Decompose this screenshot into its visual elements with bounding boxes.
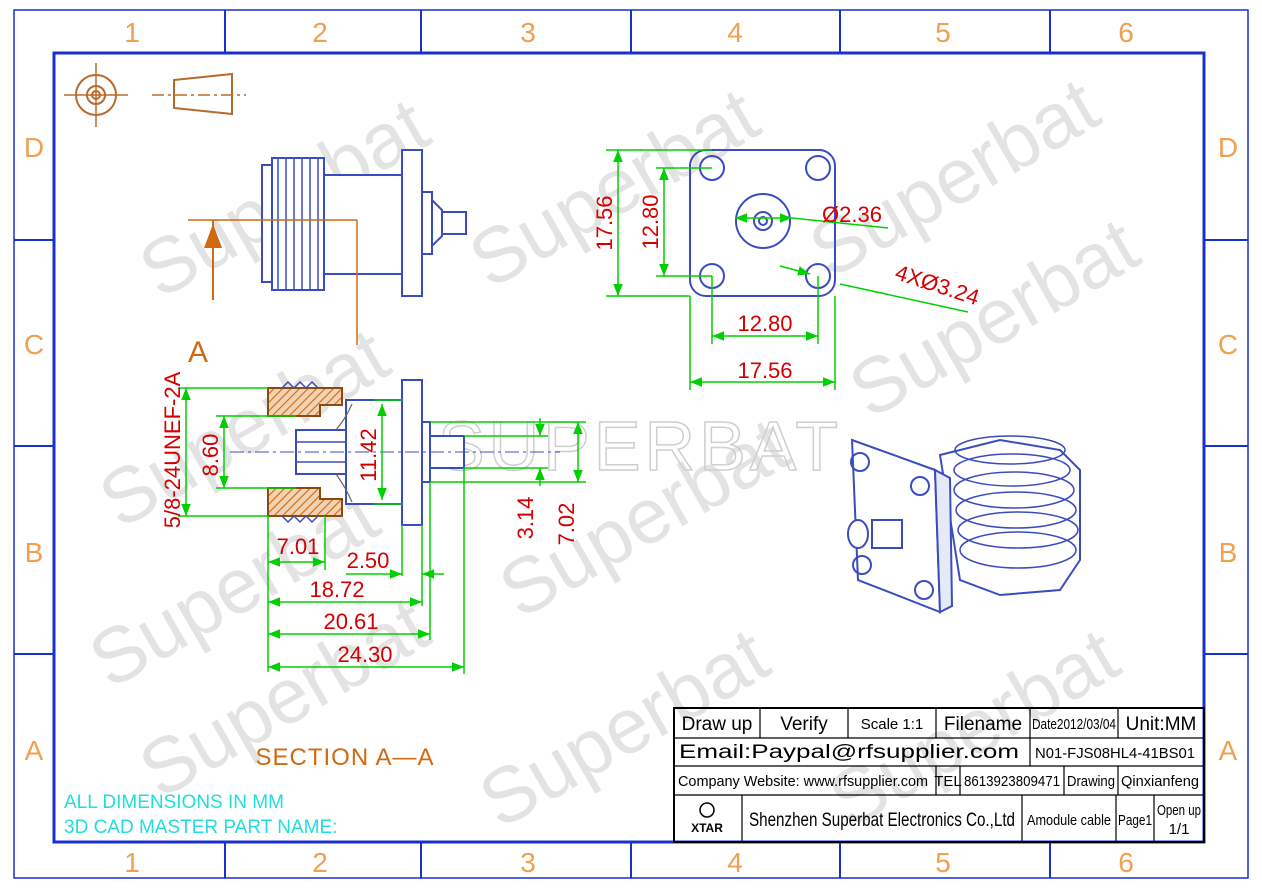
zone-col-bottom: 2 [312,847,328,878]
dim-front-height-inner: 12.80 [638,194,663,249]
section-title: SECTION A—A [255,744,434,771]
zone-row-right: C [1218,329,1238,360]
watermark-text: Superbat [455,70,773,305]
zone-row-left: B [25,537,44,568]
section-dimensions [178,387,586,674]
tb-part-number: N01-FJS08HL4-41BS01 [1035,745,1195,762]
front-view-dimensions [606,149,969,390]
zone-row-right: A [1219,735,1238,766]
xtar-logo-icon [699,802,715,818]
dim-pin-step-dia: 7.02 [554,503,579,546]
zone-col-top: 5 [935,17,951,48]
tb-unit: Unit:MM [1126,714,1197,735]
dim-bore-dia: 8.60 [198,434,223,477]
tb-scale: Scale 1:1 [861,716,924,733]
tb-filename-label: Filename [944,714,1022,735]
dim-len-to-flange: 18.72 [309,577,364,602]
tb-tel: 8613923809471 [964,773,1060,790]
xtar-logo: XTAR [691,802,723,835]
dim-front-width-inner: 12.80 [737,311,792,336]
watermark-logo: SUPERBAT [438,407,842,485]
dim-center-pin-dia: Ø2.36 [822,202,882,227]
dim-flange-thickness: 2.50 [347,548,390,573]
tb-open-up: Open up [1157,802,1201,819]
dim-thread-length: 7.01 [277,534,320,559]
zone-row-left: A [25,735,44,766]
tb-verify: Verify [780,714,828,735]
title-block-text: Draw up Verify Scale 1:1 Filename Date20… [678,714,1201,838]
zone-row-right: B [1219,537,1238,568]
zone-col-bottom: 4 [727,847,743,878]
dim-thread-spec: 5/8-24UNEF-2A [160,371,185,528]
sheet-frame [13,9,1249,879]
tb-page-count: 1/1 [1169,821,1190,838]
zone-row-left: D [24,132,44,163]
tb-tel-label: TEL [934,773,962,790]
zone-labels: 1 2 3 4 5 6 1 2 3 4 5 6 D C B A D C B A [24,17,1238,878]
dim-overall-length: 24.30 [337,642,392,667]
tb-module: Amodule cable [1027,812,1111,829]
tb-page: Page1 [1118,812,1152,829]
zone-col-bottom: 5 [935,847,951,878]
tb-date: Date2012/03/04 [1032,716,1116,733]
zone-row-right: D [1218,132,1238,163]
zone-col-bottom: 6 [1118,847,1134,878]
tb-drawer: Qinxianfeng [1121,773,1199,790]
tb-company: Shenzhen Superbat Electronics Co.,Ltd [749,810,1015,831]
section-letter: A [188,336,208,369]
tb-website: Company Website: www.rfsupplier.com [678,773,928,790]
zone-col-top: 4 [727,17,743,48]
zone-col-bottom: 1 [124,847,140,878]
tb-logo: XTAR [691,821,723,835]
tb-drawing-label: Drawing [1067,773,1115,790]
tb-email: Email:Paypal@rfsupplier.com [679,742,1019,763]
zone-col-top: 3 [520,17,536,48]
projection-symbol [64,63,246,127]
dim-front-height-outer: 17.56 [592,195,617,250]
zone-col-top: 2 [312,17,328,48]
note-dimensions: ALL DIMENSIONS IN MM [64,792,284,813]
zone-row-left: C [24,329,44,360]
dim-flange-dia: 11.42 [356,428,381,481]
dim-pin-dia: 3.14 [513,497,538,540]
title-block [673,707,1205,843]
section-cut-marker: A [188,219,358,369]
zone-col-bottom: 3 [520,847,536,878]
dim-front-width-outer: 17.56 [737,358,792,383]
note-cad-master: 3D CAD MASTER PART NAME: [64,817,337,838]
section-dimension-text: 5/8-24UNEF-2A 8.60 11.42 3.14 7.02 7.01 … [160,371,579,667]
side-view [261,149,467,297]
dim-len-to-step: 20.61 [323,609,378,634]
isometric-view [847,435,1081,614]
tb-draw-up: Draw up [682,714,753,735]
zone-col-top: 1 [124,17,140,48]
zone-col-top: 6 [1118,17,1134,48]
